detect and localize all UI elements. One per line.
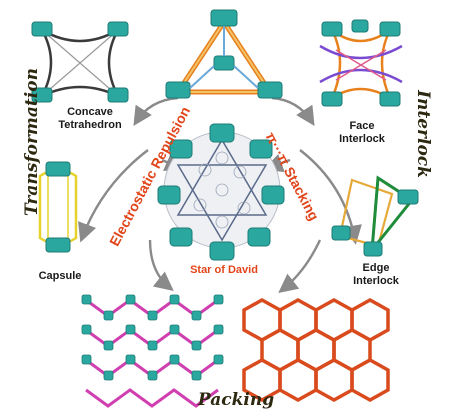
label-concave-line1: Concave <box>67 106 113 118</box>
arrow-to-capsule <box>78 149 149 243</box>
label-face-line2: Interlock <box>339 133 385 145</box>
label-edge-line2: Interlock <box>353 275 399 287</box>
category-interlock: Interlock <box>413 90 433 178</box>
edge-interlock <box>331 175 419 257</box>
arrow-to-packing-left <box>148 239 174 292</box>
arrow-to-edge <box>299 149 362 245</box>
label-concave-tetrahedron: Concave Tetrahedron <box>40 106 140 132</box>
arrow-to-packing-right <box>278 239 322 293</box>
star-of-david-cage <box>157 123 285 261</box>
arrow-to-concave <box>133 96 179 127</box>
category-transformation: Transformation <box>22 68 42 216</box>
face-interlock <box>319 19 403 107</box>
capsule <box>38 161 78 253</box>
label-concave-line2: Tetrahedron <box>58 119 122 131</box>
zigzag-nodes <box>81 294 224 381</box>
concave-tetrahedron <box>31 21 129 103</box>
category-packing: Packing <box>197 390 275 410</box>
label-face-line1: Face <box>349 120 375 132</box>
arrow-to-face <box>271 96 315 127</box>
triangle-cage <box>165 9 283 99</box>
arrows <box>78 96 362 293</box>
label-capsule: Capsule <box>38 270 82 282</box>
label-edge-interlock: Edge Interlock <box>334 262 418 288</box>
label-edge-line1: Edge <box>362 262 390 274</box>
label-face-interlock: Face Interlock <box>320 120 404 146</box>
label-star-of-david: Star of David <box>190 264 258 276</box>
honeycomb-packing <box>242 297 390 403</box>
